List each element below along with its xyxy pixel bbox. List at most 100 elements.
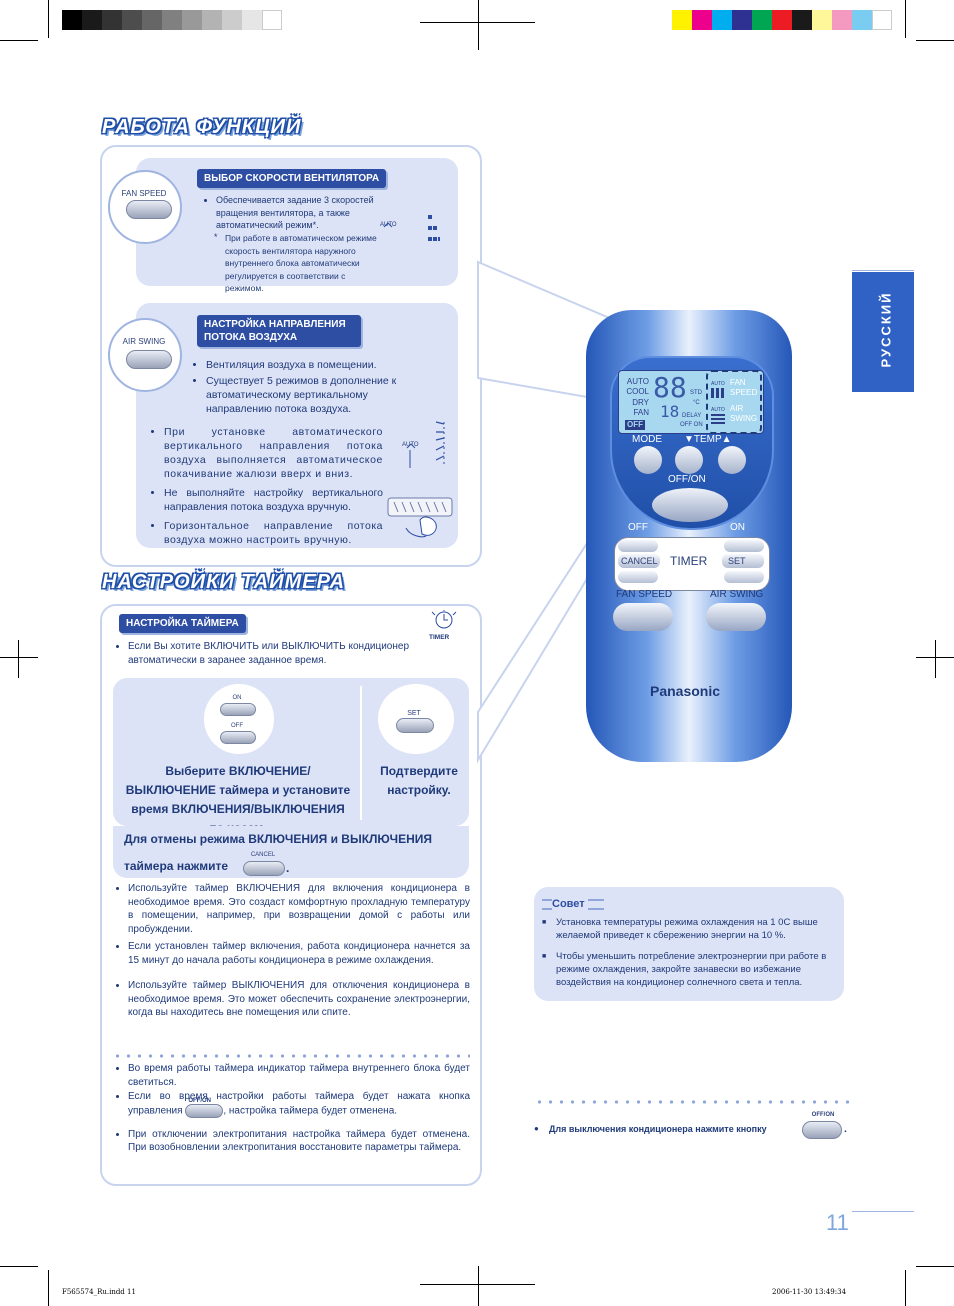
timer-tag: НАСТРОЙКА ТАЙМЕРА	[119, 614, 246, 633]
fan-speed-bullet-text: Обеспечивается задание 3 скоростей враще…	[216, 194, 382, 232]
lcd-off: OFF	[625, 420, 645, 430]
fan-auto-label: AUTO	[380, 222, 397, 228]
on-off-circle	[202, 682, 276, 756]
fan-speed-button-label: FAN SPEED	[121, 189, 167, 198]
lcd-highlight	[706, 370, 762, 434]
remote-timer-label: TIMER	[670, 554, 708, 568]
remote-brand-logo: Panasonic	[650, 683, 721, 699]
section-title-timer: НАСТРОЙКИ ТАЙМЕРА	[102, 571, 346, 593]
tip-item-1: Установка температуры режима охлаждения …	[556, 917, 818, 941]
tip-title-text: Совет	[552, 898, 585, 910]
timer-bullet-5-b: , настройка таймера будет отменена.	[223, 1105, 398, 1117]
step1-text: Выберите ВКЛЮЧЕНИЕ/ВЫКЛЮЧЕНИЕ таймера и …	[125, 764, 351, 835]
air-swing-tag: НАСТРОЙКА НАПРАВЛЕНИЯ ПОТОКА ВОЗДУХА	[197, 315, 361, 347]
step-divider	[360, 686, 362, 820]
tip-item-2: Чтобы уменьшить потребление электроэнерг…	[556, 951, 827, 988]
step2-text: Подтвердите настройку.	[380, 764, 458, 797]
remote-set-button[interactable]	[722, 554, 764, 568]
remote-fan-speed-label: FAN SPEED	[616, 589, 673, 600]
remote-temp-down-button[interactable]	[675, 446, 703, 474]
clock-icon	[431, 610, 457, 629]
on-button[interactable]	[220, 703, 256, 716]
lcd-std: STD	[690, 390, 702, 396]
cancel-btn-label: CANCEL	[250, 852, 276, 858]
timer-bullet-6: При отключении электропитания настройка …	[128, 1128, 470, 1155]
fan-speed-note-mark: *	[214, 232, 218, 242]
remote-timer-off-button-2[interactable]	[618, 571, 658, 583]
set-button[interactable]	[396, 718, 434, 733]
timer-icon-label: TIMER	[429, 634, 450, 641]
divider	[852, 270, 914, 271]
lcd-digits: 88	[653, 371, 687, 404]
timer-bullet-5-a: Если во время настройки работы таймера б…	[128, 1091, 470, 1117]
air-swing-bullet-3: При установке автоматического вертикальн…	[164, 425, 383, 481]
air-swing-button[interactable]	[126, 350, 172, 369]
fan-speed-bullet: Обеспечивается задание 3 скоростей враще…	[202, 194, 382, 234]
footer-date: 2006-11-30 13:49:34	[772, 1288, 847, 1296]
remote-cancel-button[interactable]	[618, 554, 660, 568]
tip-bullet-2: ■	[542, 953, 547, 960]
timer-bullets: Используйте таймер ВКЛЮЧЕНИЯ для включен…	[114, 882, 470, 1022]
cancel-period: .	[286, 861, 290, 875]
remote-cancel-label: CANCEL	[621, 556, 658, 566]
language-tab: РУССКИЙ	[852, 272, 914, 392]
remote-offon-button[interactable]	[652, 488, 728, 522]
set-label: SET	[407, 710, 421, 717]
lcd-delay: DELAY	[682, 413, 702, 419]
lcd-fan-bars	[711, 388, 725, 398]
lcd-mode-fan: FAN	[633, 408, 649, 417]
footer-file: F565574_Ru.indd 11	[62, 1288, 136, 1296]
remote-mode-label: MODE	[632, 434, 662, 445]
tip-items: ■ Установка температуры режима охлаждени…	[542, 916, 838, 989]
timer-bullet-1: Используйте таймер ВКЛЮЧЕНИЯ для включен…	[128, 882, 470, 936]
swing-indicator-icon	[406, 421, 445, 468]
remote-mode-button[interactable]	[634, 446, 662, 474]
timer-bullet-3: Используйте таймер ВЫКЛЮЧЕНИЯ для отключ…	[128, 979, 470, 1020]
offon-inline-button[interactable]: OFF/ON	[185, 1098, 224, 1118]
dotted-divider-2	[534, 1100, 850, 1104]
off-note-period: .	[844, 1123, 847, 1135]
remote-offon-label: OFF/ON	[668, 474, 706, 485]
remote-air-swing-label: AIR SWING	[710, 589, 764, 600]
on-label: ON	[232, 695, 242, 701]
cancel-line-2: таймера нажмите	[124, 859, 229, 873]
lcd-auto-2: AUTO	[711, 407, 725, 413]
air-swing-bullet-4: Не выполняйте настройку вертикального на…	[164, 486, 383, 514]
fan-speed-button[interactable]	[126, 200, 172, 219]
timer-intro-text: Если Вы хотите ВКЛЮЧИТЬ или ВЫКЛЮЧИТЬ ко…	[128, 640, 454, 668]
remote-timer-off-button[interactable]	[618, 540, 658, 552]
remote-timer-on-button-2[interactable]	[724, 571, 764, 583]
cancel-button[interactable]	[243, 861, 285, 876]
lcd-auto-1: AUTO	[711, 381, 725, 387]
fan-speed-tag: ВЫБОР СКОРОСТИ ВЕНТИЛЯТОРА	[197, 169, 387, 188]
fan-speed-indicator-icon	[383, 215, 440, 241]
air-swing-button-label: AIR SWING	[122, 337, 166, 346]
remote-temp-up-button[interactable]	[718, 446, 746, 474]
page-number: 11	[826, 1210, 849, 1235]
page-number-rule	[852, 1211, 914, 1212]
remote-air-swing-button[interactable]	[706, 603, 766, 631]
remote-temp-label: ▼TEMP▲	[684, 434, 732, 445]
off-note-button[interactable]	[802, 1121, 842, 1139]
air-swing-bullets: Вентиляция воздуха в помещении. Существу…	[192, 358, 412, 418]
off-button[interactable]	[220, 731, 256, 744]
remote-timer-on: ON	[730, 522, 745, 533]
off-note-btn-label: OFF/ON	[811, 1112, 835, 1118]
lcd-digits-2: 18	[660, 402, 680, 421]
timer-bullet-2: Если установлен таймер включения, работа…	[128, 940, 470, 967]
section-title-functions: РАБОТА ФУНКЦИЙ	[102, 116, 302, 138]
remote-timer-on-button[interactable]	[724, 540, 764, 552]
air-swing-bullet-2: Существует 5 режимов в дополнение к авто…	[206, 374, 412, 416]
timer-bullets-2: Во время работы таймера индикатор таймер…	[114, 1062, 470, 1157]
lcd-c: °C	[693, 400, 700, 406]
air-swing-bullet-1: Вентиляция воздуха в помещении.	[206, 358, 412, 372]
remote-fan-speed-button[interactable]	[613, 603, 673, 631]
tip-box	[534, 887, 844, 1001]
dotted-divider	[112, 1054, 470, 1058]
lcd-mode-auto: AUTO	[626, 377, 649, 386]
tip-lines-icon-2	[587, 898, 604, 910]
remote-speed-label: SPEED	[730, 388, 758, 397]
fan-speed-note: При работе в автоматическом режиме скоро…	[225, 233, 377, 293]
remote-timer-off: OFF	[628, 522, 648, 533]
